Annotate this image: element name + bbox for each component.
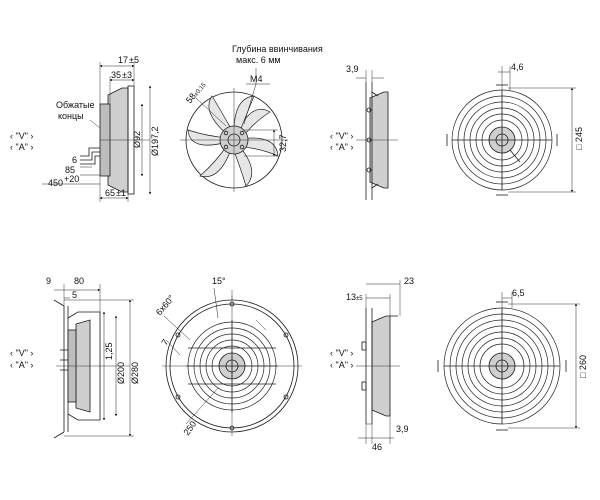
dim-65: 65 [105,188,115,198]
view-mark-a: ‹ "A" › [10,142,33,152]
bottom-flange-view: 15° 6x60° 7 250 [154,276,302,437]
dim-9: 9 [46,276,51,286]
view-mark-v-4: ‹ "V" › [330,348,353,358]
dim-250: 250 [181,419,198,437]
dim-197: Ø197,2 [150,126,160,156]
dim-58: 58±0,15 [184,79,208,105]
dim-35-tol: ±3 [122,70,132,80]
label-depth-2: макс. 6 мм [236,55,281,65]
dim-46: 46 [372,442,382,452]
bottom-guard-side-view: 13±5 23 46 3,9 ‹ "V" › ‹ "A" › [330,276,414,452]
dim-13: 13±5 [346,292,363,302]
view-mark-v-2: ‹ "V" › [330,131,353,141]
dim-85: 85 [65,165,75,175]
dim-17-tol: ±5 [129,55,139,65]
dim-1-25: 1,25 [104,342,114,360]
dim-23: 23 [404,276,414,286]
dim-5: 5 [72,290,77,300]
dim-6x60: 6x60° [154,293,177,317]
view-mark-a-4: ‹ "A" › [330,360,353,370]
label-depth-1: Глубина ввинчивания [232,44,323,54]
dim-260: □ 260 [578,355,588,378]
dim-65-tol: ±1 [116,188,126,198]
top-guard-front-view: 4,6 □ 245 [446,62,584,196]
dim-3-9-bottom: 3,9 [396,424,409,434]
dim-17: 17 [118,55,128,65]
dim-32-7: 32,7 [278,134,288,152]
label-crimped-ends-1: Обжатые [56,100,94,110]
dim-92: Ø92 [132,131,142,148]
dim-280: Ø280 [130,362,140,384]
top-left-side-view: 17 ±5 35 ±3 Обжатые концы ‹ "V" › ‹ "A" … [10,55,160,202]
top-impeller-view: Глубина ввинчивания макс. 6 мм 58±0,15 M… [180,44,323,192]
dim-450: 450 [48,178,63,188]
view-mark-v-3: ‹ "V" › [10,348,33,358]
label-crimped-ends-2: концы [58,111,84,121]
view-mark-a-3: ‹ "A" › [10,360,33,370]
view-mark-a-2: ‹ "A" › [330,142,353,152]
dim-4-6: 4,6 [511,62,524,72]
dim-m4: M4 [250,74,263,84]
bottom-left-side-view: 9 80 5 1,25 Ø200 Ø280 ‹ "V" › ‹ "A" › [10,276,140,439]
dim-245: □ 245 [574,127,584,150]
top-guard-side-view: 3,9 ‹ "V" › ‹ "A" › [330,64,398,200]
dim-7: 7 [159,337,170,347]
dim-35: 35 [111,70,121,80]
dim-80: 80 [74,276,84,286]
bottom-guard-front-view: 6,5 □ 260 [437,288,588,431]
dim-200: Ø200 [116,362,126,384]
view-mark-v: ‹ "V" › [10,131,33,141]
dim-3-9-top: 3,9 [346,64,359,74]
dim-6-5: 6,5 [512,288,525,298]
dim-450-tol: +20 [64,174,79,184]
dim-6: 6 [72,155,77,165]
dim-15-deg: 15° [212,276,226,286]
